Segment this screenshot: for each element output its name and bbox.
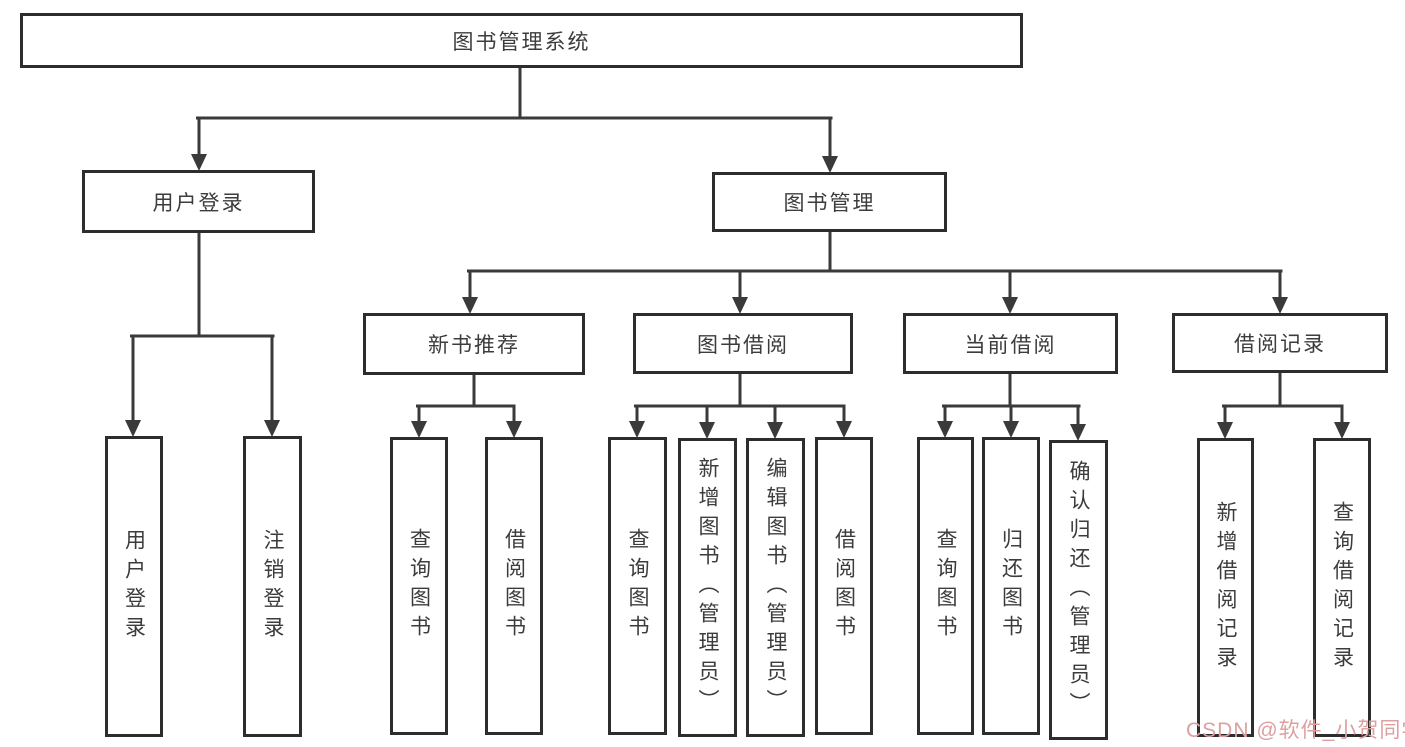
connector <box>196 65 833 160</box>
node-newrec-query-books: 查询图书 <box>390 437 448 735</box>
csdn-watermark: CSDN @软件_小贺同学 <box>1186 719 1405 742</box>
node-label: 借阅图书 <box>832 528 856 644</box>
node-book-borrowing: 图书借阅 <box>633 313 853 374</box>
node-label: 编辑图书（管理员） <box>764 457 787 718</box>
connector <box>416 372 516 427</box>
node-book-management: 图书管理 <box>712 172 947 232</box>
node-user-login-leaf: 用户登录 <box>105 436 163 737</box>
node-label: 用户登录 <box>122 528 146 645</box>
node-label: 用户登录 <box>152 191 245 215</box>
node-label: 当前借阅 <box>964 333 1057 357</box>
node-label: 查询图书 <box>934 528 957 644</box>
node-label: 图书管理 <box>783 192 876 215</box>
node-borrowing-add-books-admin: 新增图书（管理员） <box>678 438 737 737</box>
node-newrec-borrow-books: 借阅图书 <box>485 437 543 735</box>
node-records-add-record: 新增借阅记录 <box>1197 438 1254 737</box>
node-label: 新书推荐 <box>428 334 520 357</box>
node-label: 借阅图书 <box>502 528 526 644</box>
node-current-confirm-return-admin: 确认归还（管理员） <box>1049 440 1108 740</box>
node-library-system: 图书管理系统 <box>20 13 1023 68</box>
node-records-query-record: 查询借阅记录 <box>1313 438 1371 737</box>
node-label: 查询图书 <box>407 528 431 644</box>
connector <box>1222 371 1344 428</box>
node-borrowing-borrow-books: 借阅图书 <box>815 437 873 735</box>
node-current-query-books: 查询图书 <box>917 437 974 735</box>
connector <box>634 371 846 428</box>
node-label: 图书管理系统 <box>452 30 591 54</box>
node-label: 新增借阅记录 <box>1214 500 1237 675</box>
node-label: 注销登录 <box>261 528 284 645</box>
node-current-borrowing: 当前借阅 <box>903 313 1118 374</box>
node-current-return-books: 归还图书 <box>982 437 1040 735</box>
node-borrow-records: 借阅记录 <box>1172 313 1388 373</box>
node-label: 借阅记录 <box>1234 333 1326 356</box>
node-label: 图书借阅 <box>697 333 789 357</box>
node-label: 归还图书 <box>999 528 1023 644</box>
node-label: 查询图书 <box>626 528 649 644</box>
connector <box>130 229 275 425</box>
node-user-login: 用户登录 <box>82 170 315 233</box>
node-borrowing-query-books: 查询图书 <box>608 437 667 735</box>
node-logout: 注销登录 <box>243 436 302 737</box>
node-label: 确认归还（管理员） <box>1067 459 1090 721</box>
node-new-book-recommend: 新书推荐 <box>363 313 585 375</box>
node-borrowing-edit-books-admin: 编辑图书（管理员） <box>746 438 805 737</box>
node-label: 查询借阅记录 <box>1330 500 1354 675</box>
connector <box>467 229 1283 302</box>
node-label: 新增图书（管理员） <box>696 457 719 718</box>
connector <box>942 371 1081 430</box>
